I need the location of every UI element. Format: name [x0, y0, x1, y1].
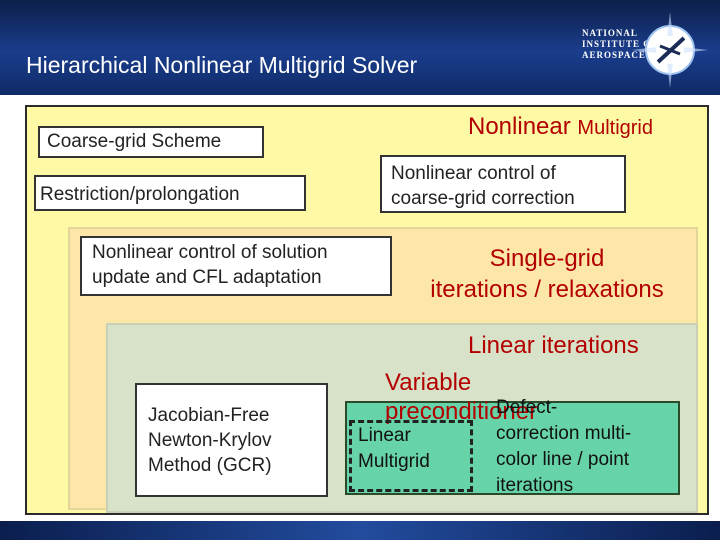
- single-grid-label: Single-grid iterations / relaxations: [430, 245, 664, 303]
- slide-header: Hierarchical Nonlinear Multigrid Solver …: [0, 0, 720, 95]
- compass-star-icon: [632, 12, 708, 88]
- slide-title: Hierarchical Nonlinear Multigrid Solver: [26, 52, 418, 78]
- logo-text: NATIONAL INSTITUTE OF AEROSPACE: [582, 28, 658, 60]
- linear-iterations-label: Linear iterations: [468, 332, 639, 359]
- nonlinear-control-coarse-box: Nonlinear control of coarse-grid correct…: [380, 155, 626, 213]
- linear-multigrid-box: [349, 420, 473, 492]
- nonlinear-control-solution-box: Nonlinear control of solution update and…: [80, 236, 392, 296]
- nonlinear-multigrid-label: Nonlinear Multigrid: [468, 113, 653, 140]
- jfnk-method-box: Jacobian-Free Newton-Krylov Method (GCR): [135, 383, 328, 497]
- restriction-prolongation-box: Restriction/prolongation: [34, 175, 306, 211]
- coarse-grid-scheme-box: Coarse-grid Scheme: [38, 126, 264, 158]
- variable-preconditioner-region: [345, 401, 680, 495]
- linear-multigrid-label: Linear Multigrid: [358, 425, 430, 472]
- defect-correction-label: Defect- correction multi- color line / p…: [496, 397, 632, 496]
- footer-bar: [0, 521, 720, 540]
- nia-logo: NATIONAL INSTITUTE OF AEROSPACE: [552, 10, 717, 90]
